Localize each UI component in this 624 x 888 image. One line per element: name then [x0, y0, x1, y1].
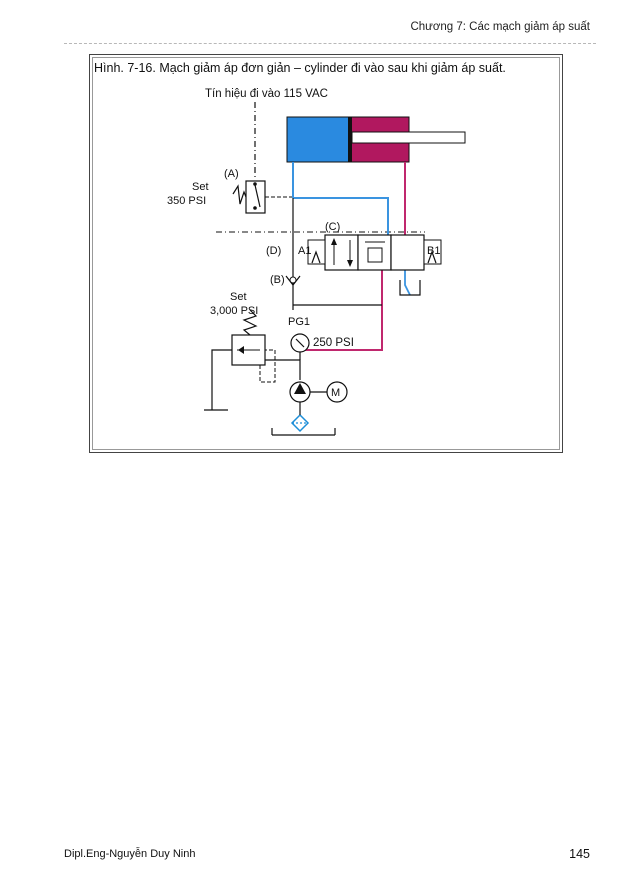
tank-valve — [399, 280, 421, 296]
red-line-rod — [394, 162, 406, 246]
figure-caption: Hình. 7-16. Mạch giảm áp đơn giản – cyli… — [94, 61, 506, 75]
label-d: (D) — [266, 245, 281, 257]
pressure-switch — [232, 180, 294, 214]
motor-label: M — [331, 387, 340, 399]
label-b: (B) — [270, 274, 285, 286]
check-valve — [285, 240, 382, 310]
label-pg1: PG1 — [288, 316, 310, 328]
pg-value: 250 PSI — [313, 337, 354, 349]
figure-frame — [89, 54, 563, 453]
pressure-gauge — [290, 333, 310, 360]
label-a: (A) — [224, 168, 239, 180]
chapter-header: Chương 7: Các mạch giảm áp suất — [410, 21, 590, 33]
label-c: (C) — [325, 221, 340, 233]
set1-line1: Set — [192, 181, 209, 193]
set1-line2: 350 PSI — [167, 195, 206, 207]
hydraulic-diagram: Tín hiệu đi vào 115 VAC (A) Set 350 PSI … — [167, 88, 466, 436]
footer-author: Dipl.Eng-Nguyễn Duy Ninh — [64, 848, 196, 860]
signal-label: Tín hiệu đi vào 115 VAC — [205, 88, 328, 100]
red-line-pressure — [300, 270, 383, 351]
set2-line1: Set — [230, 291, 247, 303]
label-a1: A1 — [298, 245, 311, 257]
header-rule — [64, 43, 596, 44]
pump-motor: M — [289, 381, 348, 403]
label-b1: B1 — [427, 245, 440, 257]
pump-line — [265, 359, 301, 380]
page-number: 145 — [569, 847, 590, 861]
cylinder — [286, 116, 466, 163]
blue-line-valve — [293, 197, 389, 245]
filter — [271, 402, 336, 436]
relief-valve — [204, 309, 276, 411]
directional-valve — [307, 234, 442, 271]
set2-line2: 3,000 PSI — [210, 305, 258, 317]
